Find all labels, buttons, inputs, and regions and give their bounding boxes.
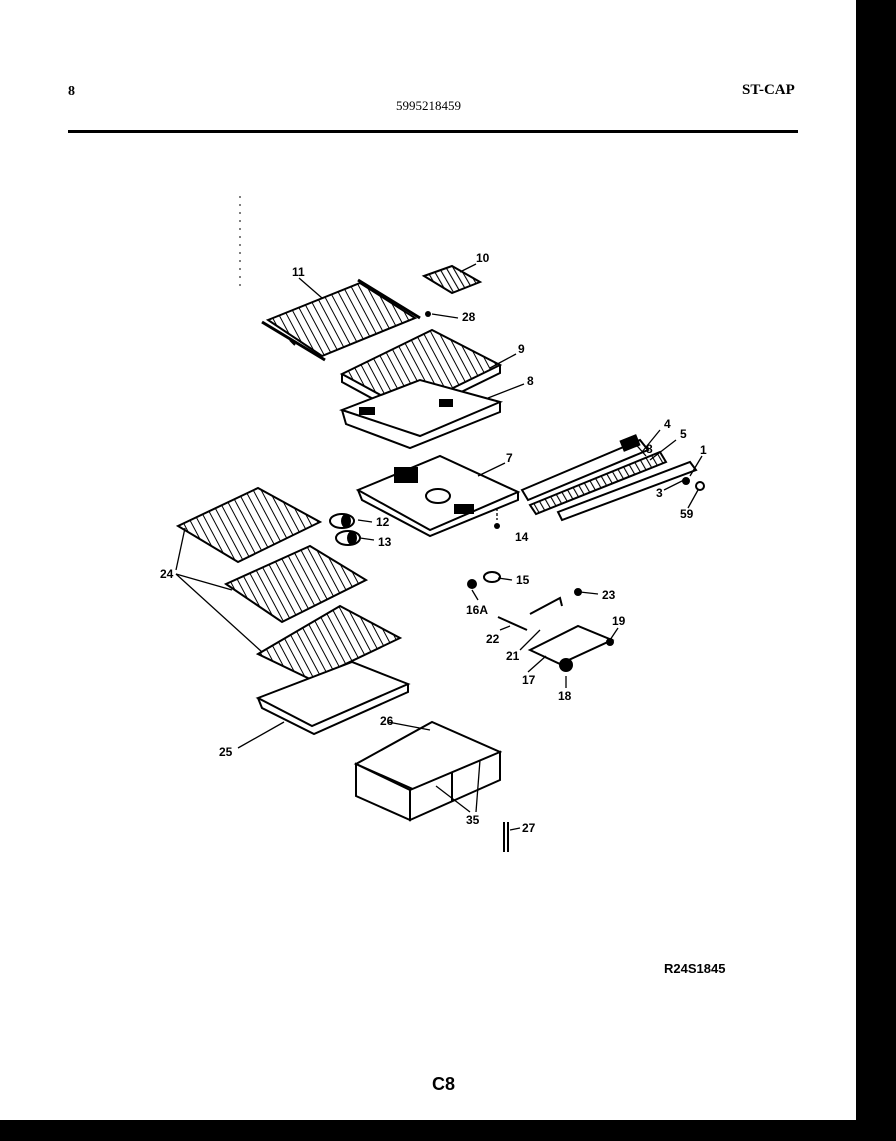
callout-8-rod: 8 — [646, 442, 653, 456]
diagram-code: R24S1845 — [664, 961, 726, 976]
crisper-drawers — [353, 720, 503, 822]
callout-17: 17 — [522, 673, 536, 687]
callout-59: 59 — [680, 507, 694, 521]
callout-7: 7 — [506, 451, 513, 465]
light-rods — [520, 434, 705, 522]
shelf-cover — [339, 378, 504, 450]
callout-12: 12 — [376, 515, 390, 529]
lamps — [329, 513, 361, 546]
callout-23: 23 — [602, 588, 616, 602]
callout-18: 18 — [558, 689, 572, 703]
page-code: C8 — [432, 1074, 456, 1094]
page-number: 8 — [68, 84, 75, 99]
callout-8-cover: 8 — [527, 374, 534, 388]
model-code: ST-CAP — [742, 82, 795, 98]
clip-27 — [503, 822, 509, 852]
callout-35: 35 — [466, 813, 480, 827]
callout-22: 22 — [486, 632, 500, 646]
header-rule — [68, 130, 798, 133]
freezer-wire-shelf — [261, 278, 421, 362]
callout-25: 25 — [219, 745, 233, 759]
callout-28: 28 — [462, 310, 476, 324]
callout-3: 3 — [656, 486, 663, 500]
control-housing — [355, 454, 521, 538]
callout-21: 21 — [506, 649, 520, 663]
callout-1: 1 — [700, 443, 707, 457]
leader-lines — [175, 263, 703, 831]
screw-28 — [425, 311, 431, 317]
part-number: 5995218459 — [396, 98, 461, 113]
small-rack — [421, 264, 483, 295]
callout-14: 14 — [515, 530, 529, 544]
callout-4: 4 — [664, 417, 671, 431]
callout-10: 10 — [476, 251, 490, 265]
callout-27: 27 — [522, 821, 536, 835]
exploded-parts-diagram — [175, 196, 705, 852]
screw-14 — [494, 523, 500, 529]
callout-11: 11 — [292, 265, 305, 279]
callout-19: 19 — [612, 614, 626, 628]
callout-13: 13 — [378, 535, 392, 549]
callout-26: 26 — [380, 714, 394, 728]
callout-9: 9 — [518, 342, 525, 356]
fresh-food-shelves — [175, 486, 403, 682]
crisper-cover — [255, 660, 411, 736]
parts-sheet: 8 5995218459 ST-CAP — [0, 0, 856, 1120]
callout-5: 5 — [680, 427, 687, 441]
damper-assembly — [467, 571, 615, 672]
callout-16a: 16A — [466, 603, 489, 617]
callout-24: 24 — [160, 567, 174, 581]
callout-15: 15 — [516, 573, 530, 587]
